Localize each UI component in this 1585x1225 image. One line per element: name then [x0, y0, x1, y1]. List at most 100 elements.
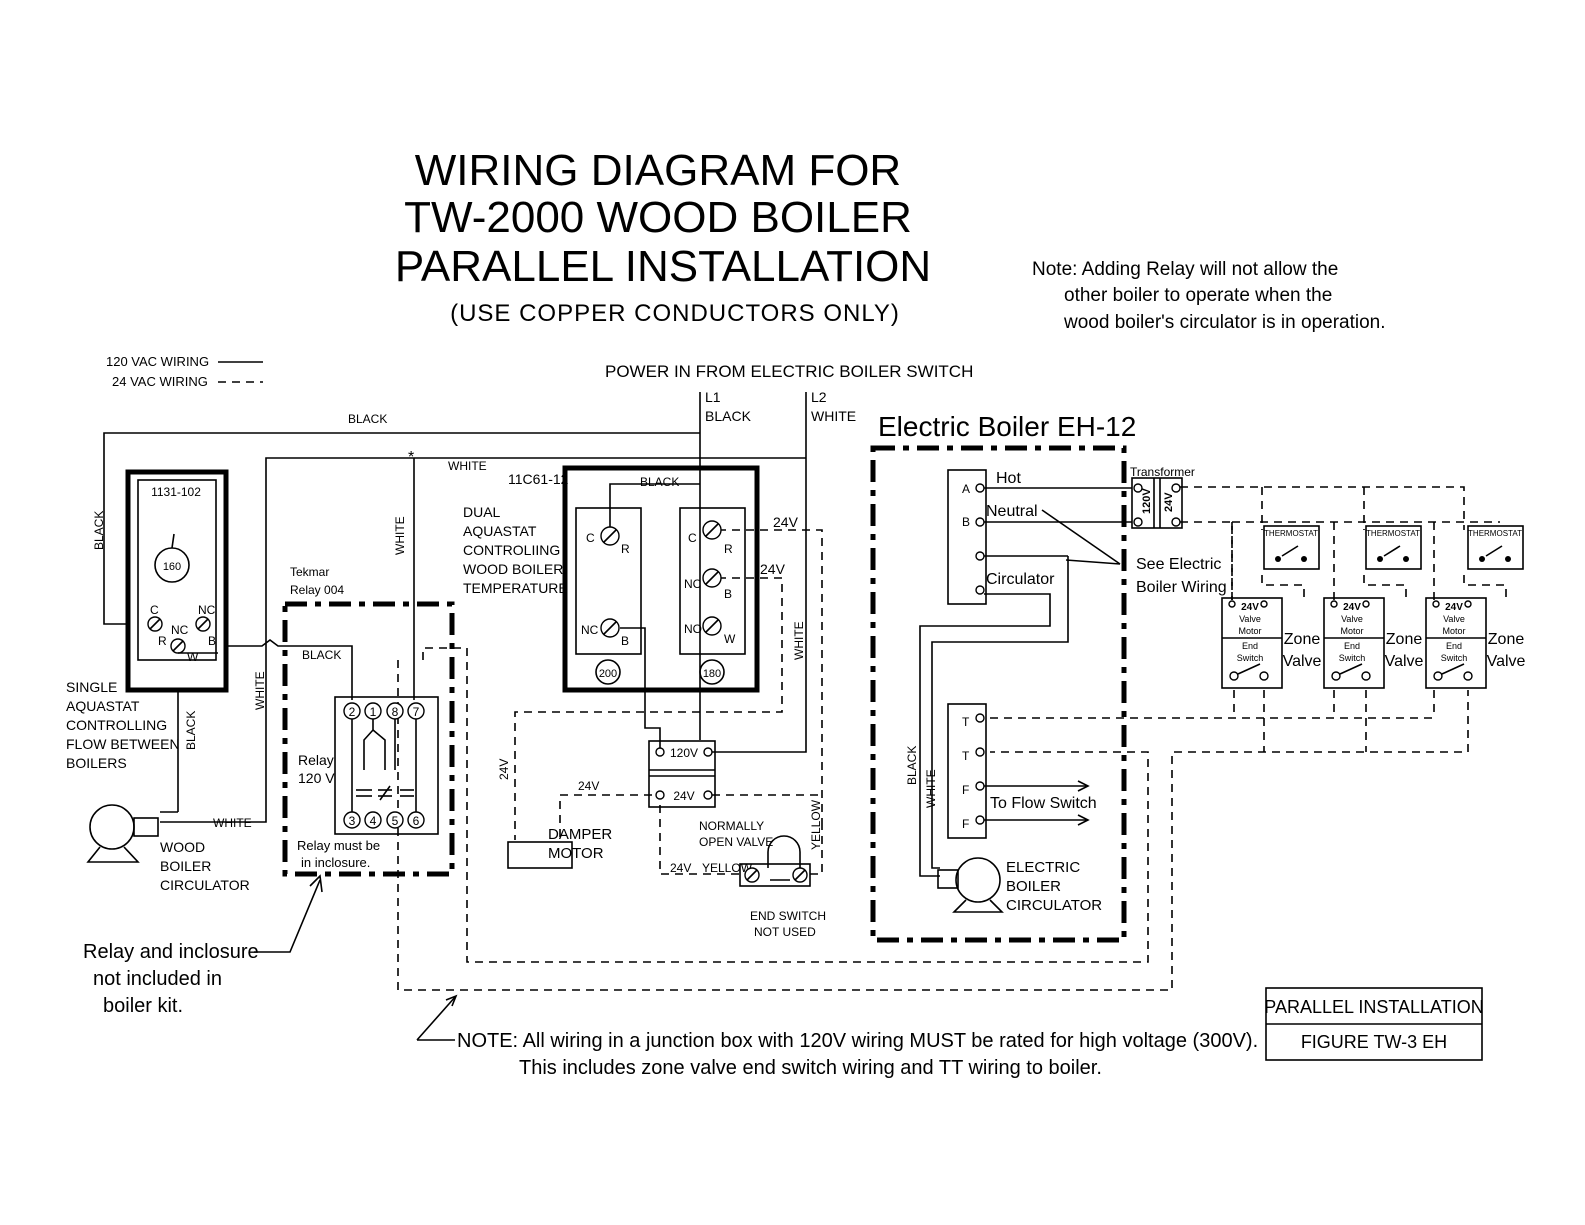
zone-switch-text-2: Switch [1339, 653, 1366, 663]
eb-f2: F [962, 817, 969, 831]
dual-left-b: B [621, 634, 629, 648]
sa-label-4: FLOW BETWEEN [66, 736, 180, 752]
da-label-1: DUAL [463, 504, 501, 520]
white-wire-label-circ: WHITE [213, 816, 252, 830]
zone-valve-text-2: Valve [1341, 614, 1363, 624]
v24-label-1: 24V [773, 514, 799, 530]
wood-circ-label-2: BOILER [160, 858, 211, 874]
relay-enclosure-2: in inclosure. [301, 855, 370, 870]
sa-b: B [208, 634, 216, 648]
relay-enclosure [282, 601, 455, 877]
eb-transformer-24v: 24V [1163, 492, 1175, 512]
zone-switch-text-1: Switch [1237, 653, 1264, 663]
electric-boiler-title: Electric Boiler EH-12 [878, 411, 1136, 442]
zone-switch-text-3: Switch [1441, 653, 1468, 663]
title-line-1: WIRING DIAGRAM FOR [415, 146, 901, 195]
damper-label-2: MOTOR [548, 845, 604, 862]
zone-valve-text-1: Valve [1239, 614, 1261, 624]
end-switch-label-1: END SWITCH [750, 909, 826, 923]
legend-24vac: 24 VAC WIRING [112, 374, 208, 389]
l1-label: L1 [705, 389, 721, 405]
single-aquastat: 1131-102 160 C NC R NC B W [125, 469, 229, 693]
eb-a: A [962, 482, 970, 496]
zone-1: THERMOSTAT24VValveMotorEndSwitchZoneValv… [1221, 525, 1322, 689]
zone-2: THERMOSTAT24VValveMotorEndSwitchZoneValv… [1323, 525, 1424, 689]
dual-dial-right-value: 180 [703, 668, 721, 680]
relay-pin-4: 4 [370, 814, 377, 828]
end-switch-label-2: NOT USED [754, 925, 816, 939]
v24-label-5: 24V [670, 861, 691, 875]
dual-dial-left-value: 200 [599, 668, 617, 680]
zone-valves: THERMOSTAT24VValveMotorEndSwitchZoneValv… [1221, 525, 1526, 689]
zone-motor-text-1: Motor [1238, 626, 1261, 636]
da-label-3: CONTROLIING [463, 542, 560, 558]
zone-motor-text-2: Motor [1340, 626, 1363, 636]
eb-transformer-label: Transformer [1130, 465, 1195, 479]
zone-label-2: Zone [1386, 631, 1423, 648]
zone-valve-body-1 [1221, 597, 1283, 689]
dual-aquastat-model: 11C61-12 [508, 471, 569, 487]
note-top-2: other boiler to operate when the [1064, 285, 1332, 306]
thermostat-label-1: THERMOSTAT [1264, 529, 1318, 538]
dual-dial-right [699, 659, 725, 685]
figure-box: PARALLEL INSTALLATION FIGURE TW-3 EH [1264, 987, 1484, 1061]
eb-circulator: Circulator [986, 571, 1055, 588]
zone-24v-2: 24V [1343, 602, 1361, 613]
figure-line-1: PARALLEL INSTALLATION [1264, 997, 1483, 1017]
zone-valve-body-2 [1323, 597, 1385, 689]
eb-transformer: Transformer 120V 24V [1130, 465, 1195, 529]
eb-t2: T [962, 749, 970, 763]
dual-right-c: C [688, 531, 697, 545]
zone-valve-text-3: Valve [1443, 614, 1465, 624]
sa-label-1: SINGLE [66, 679, 117, 695]
zone-label-1: Zone [1284, 631, 1321, 648]
damper-label-1: DAMPER [548, 826, 612, 843]
legend: 120 VAC WIRING 24 VAC WIRING [106, 354, 263, 389]
junction-note: NOTE: All wiring in a junction box with … [416, 994, 1258, 1079]
title-line-2: TW-2000 WOOD BOILER [404, 193, 912, 242]
dual-left-r: R [621, 542, 630, 556]
v24-label-4: 24V [578, 779, 599, 793]
da-label-5: TEMPERATURE [463, 580, 568, 596]
thermostat-label-2: THERMOSTAT [1366, 529, 1420, 538]
zone-valve-body-3 [1425, 597, 1487, 689]
white-wire-label: WHITE [448, 459, 487, 473]
black-dual-label: BLACK [640, 475, 679, 489]
eb-black: BLACK [905, 746, 919, 785]
sa-nc2: NC [171, 623, 189, 637]
relay-model: Relay 004 [290, 583, 344, 597]
eb-see-1: See Electric [1136, 556, 1221, 573]
svg-text:*: * [408, 449, 414, 466]
valve-label-1: NORMALLY [699, 819, 764, 833]
eb-circulator-motor [955, 857, 1001, 903]
electric-boiler: Electric Boiler EH-12 A B Hot Neutral Ci… [870, 411, 1227, 943]
wood-boiler-circulator: WOOD BOILER CIRCULATOR [86, 804, 250, 893]
white-wire-label-vert: WHITE [253, 671, 267, 710]
dual-right-r: R [724, 542, 733, 556]
dual-dial-left [595, 659, 621, 685]
thermostat-1 [1263, 525, 1320, 570]
damper-motor: DAMPER MOTOR [507, 826, 612, 869]
sa-nc: NC [198, 603, 216, 617]
zone-3: THERMOSTAT24VValveMotorEndSwitchZoneValv… [1425, 525, 1526, 689]
relay-pin-3: 3 [349, 814, 356, 828]
single-aquastat-dial-value: 160 [163, 561, 181, 573]
l1-color: BLACK [705, 408, 752, 424]
relay-pin-2: 2 [349, 705, 356, 719]
white-relay-label: WHITE [393, 516, 407, 555]
sa-label-3: CONTROLLING [66, 717, 167, 733]
relay-note-3: boiler kit. [103, 995, 183, 1017]
dual-aquastat-caption: DUAL AQUASTAT CONTROLIING WOOD BOILER TE… [463, 504, 568, 596]
black-relay-label: BLACK [302, 648, 341, 662]
white-wire-main [160, 457, 806, 823]
eb-b: B [962, 515, 970, 529]
dual-right-no: NO [684, 622, 702, 636]
relay-label-2: 120 V [298, 770, 335, 786]
wood-circ-label-3: CIRCULATOR [160, 877, 250, 893]
zone-label-3: Zone [1488, 631, 1525, 648]
eb-see-2: Boiler Wiring [1136, 579, 1227, 596]
legend-120vac: 120 VAC WIRING [106, 354, 209, 369]
relay-pin-5: 5 [392, 814, 399, 828]
sa-r: R [158, 634, 167, 648]
